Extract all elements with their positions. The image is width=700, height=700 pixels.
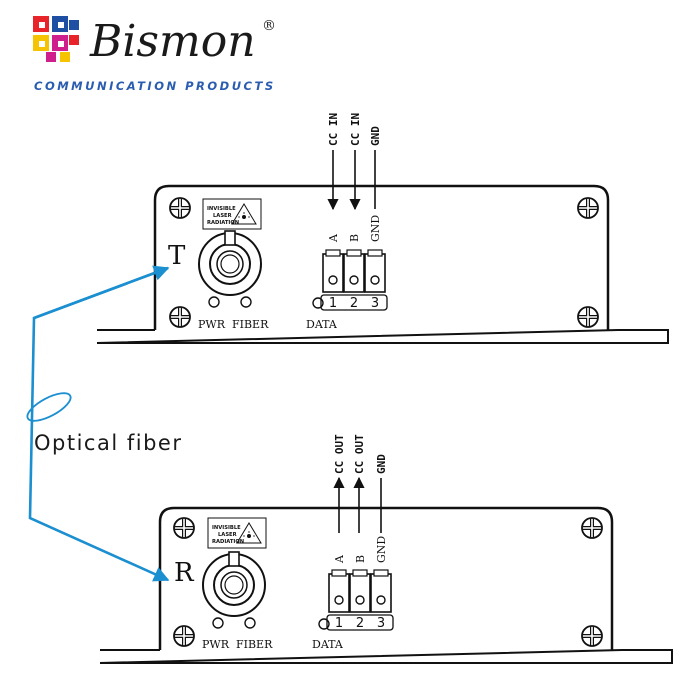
tx-terminal-name-2: B <box>348 234 361 242</box>
laser-hazard-icon <box>236 522 262 544</box>
tx-fiber-label: FIBER <box>232 318 269 331</box>
tx-wire-label-1: CC IN <box>327 113 340 146</box>
tx-data-label: DATA <box>306 318 338 331</box>
rx-fiber-led <box>244 617 256 629</box>
tx-terminal-screw-1 <box>328 275 338 285</box>
laser-hazard-icon <box>231 203 257 225</box>
tx-terminal-block: A 1 B 2 GND 3 <box>320 215 388 311</box>
rx-fiber-label: FIBER <box>236 638 273 651</box>
rx-terminal-slot-2 <box>349 573 371 613</box>
tx-terminal-number-2: 2 <box>350 296 358 311</box>
laser-warning-line2: LASER <box>213 213 232 219</box>
optical-fiber-link: Optical fiber <box>26 265 182 582</box>
rx-wire-label-2: CC OUT <box>353 434 366 474</box>
tx-fiber-led <box>240 296 252 308</box>
rx-data-led <box>318 618 330 630</box>
rx-wires: CC OUT CC OUT GND <box>333 434 388 533</box>
tx-wires: CC IN CC IN GND <box>327 113 382 211</box>
tx-wire-label-3: GND <box>369 126 382 146</box>
screw-icon <box>173 625 195 647</box>
tx-screws <box>169 197 599 328</box>
screw-icon <box>577 306 599 328</box>
tx-terminal-slot-2 <box>343 253 365 293</box>
rx-terminal-number-1: 1 <box>335 616 343 631</box>
screw-icon <box>173 517 195 539</box>
registered-mark: ® <box>262 18 276 34</box>
rx-terminal-screw-1 <box>334 595 344 605</box>
optical-fiber-label: Optical fiber <box>34 431 182 455</box>
rx-data-label: DATA <box>312 638 344 651</box>
tx-terminal-slot-3 <box>364 253 386 293</box>
rx-wire-label-1: CC OUT <box>333 434 346 474</box>
tx-terminal-name-3: GND <box>369 215 382 242</box>
rx-fiber-port <box>202 551 266 617</box>
tx-fiber-port <box>198 230 262 296</box>
rx-screws <box>173 517 603 647</box>
screw-icon <box>581 517 603 539</box>
rx-terminal-block: A 1 B 2 GND 3 <box>326 536 394 631</box>
rx-pwr-label: PWR <box>202 638 230 651</box>
logo-mark-icon <box>33 16 79 62</box>
receiver-unit: INVISIBLE LASER RADIATION R PWR FIBER DA… <box>99 434 673 664</box>
tx-pwr-led <box>208 296 220 308</box>
tx-terminal-screw-2 <box>349 275 359 285</box>
rx-terminal-name-1: A <box>333 554 346 564</box>
rx-terminal-latch-2 <box>352 569 368 577</box>
tx-terminal-name-1: A <box>327 233 340 243</box>
screw-icon <box>169 197 191 219</box>
laser-warning-line2: LASER <box>218 532 237 538</box>
laser-warning-line3: RADIATION <box>212 539 244 545</box>
tx-mounting-flange <box>96 329 669 344</box>
rx-terminal-number-3: 3 <box>377 616 385 631</box>
rx-terminal-slot-3 <box>370 573 392 613</box>
rx-terminal-screw-3 <box>376 595 386 605</box>
tx-terminal-latch-2 <box>346 249 362 257</box>
rx-terminal-latch-3 <box>373 569 389 577</box>
tx-housing <box>153 184 610 330</box>
bismon-logo: Bismon ® COMMUNICATION PRODUCTS <box>33 16 276 93</box>
rx-wire-label-3: GND <box>375 454 388 474</box>
tx-terminal-number-strip <box>320 294 388 311</box>
tx-terminal-number-3: 3 <box>371 296 379 311</box>
tx-terminal-latch-1 <box>325 249 341 257</box>
rx-terminal-latch-1 <box>331 569 347 577</box>
tx-laser-warning-label: INVISIBLE LASER RADIATION <box>202 198 262 230</box>
rx-terminal-number-strip <box>326 614 394 631</box>
rx-terminal-screw-2 <box>355 595 365 605</box>
fiber-cable-to-tx <box>33 265 170 320</box>
brand-tagline: COMMUNICATION PRODUCTS <box>34 79 276 93</box>
fiber-cable-path <box>28 266 170 582</box>
rx-terminal-number-2: 2 <box>356 616 364 631</box>
rx-unit-letter: R <box>174 558 195 588</box>
rx-housing <box>158 506 614 650</box>
tx-terminal-screw-3 <box>370 275 380 285</box>
tx-wire-label-2: CC IN <box>349 113 362 146</box>
fiber-loop-icon <box>26 392 72 422</box>
brand-name: Bismon <box>89 16 256 67</box>
laser-warning-line1: INVISIBLE <box>207 206 236 212</box>
rx-terminal-name-3: GND <box>375 536 388 563</box>
rx-terminal-name-2: B <box>354 555 367 563</box>
screw-icon <box>581 625 603 647</box>
rx-mounting-flange <box>99 649 673 664</box>
transmitter-unit: INVISIBLE LASER RADIATION T PWR FIBER DA… <box>96 113 669 344</box>
tx-terminal-slot-1 <box>322 253 344 293</box>
tx-terminal-number-1: 1 <box>329 296 337 311</box>
rx-laser-warning-label: INVISIBLE LASER RADIATION <box>207 517 267 549</box>
screw-icon <box>577 197 599 219</box>
rx-pwr-led <box>212 617 224 629</box>
tx-data-led <box>312 297 324 309</box>
rx-terminal-slot-1 <box>328 573 350 613</box>
laser-warning-line3: RADIATION <box>207 220 239 226</box>
tx-terminal-latch-3 <box>367 249 383 257</box>
screw-icon <box>169 306 191 328</box>
laser-warning-line1: INVISIBLE <box>212 525 241 531</box>
tx-unit-letter: T <box>168 241 186 271</box>
tx-pwr-label: PWR <box>198 318 226 331</box>
